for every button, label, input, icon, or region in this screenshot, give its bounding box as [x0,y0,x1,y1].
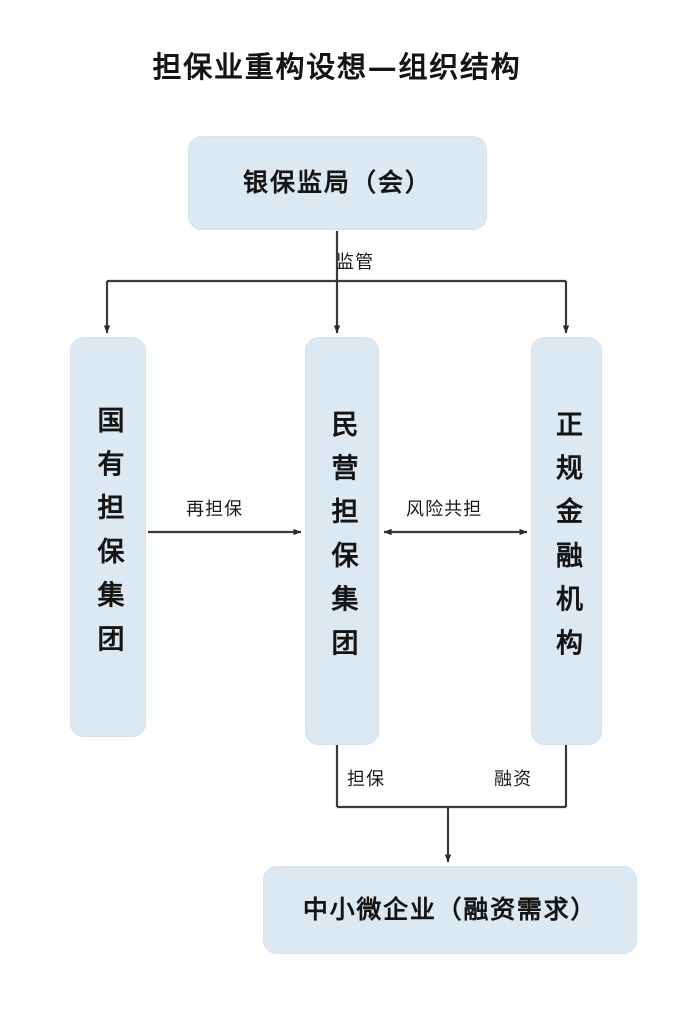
edge-label-reguarantee: 再担保 [186,499,244,520]
node-sme[interactable]: 中小微企业（融资需求） [263,866,637,954]
node-state-guarantee[interactable]: 国有担保集团 [70,337,146,737]
edge-label-supervise: 监管 [336,252,375,273]
edge-label-guarantee: 担保 [347,769,386,790]
node-financial-institution-label: 正规金融机构 [551,409,582,673]
node-state-guarantee-label: 国有担保集团 [92,405,124,669]
page-title: 担保业重构设想—组织结构 [152,50,522,84]
node-regulator-label: 银保监局（会） [242,168,432,198]
edge-label-financing: 融资 [494,769,533,790]
edge-label-risk-sharing: 风险共担 [406,499,483,520]
node-sme-label: 中小微企业（融资需求） [302,895,598,925]
node-financial-institution[interactable]: 正规金融机构 [531,337,602,745]
node-private-guarantee[interactable]: 民营担保集团 [305,337,379,745]
node-private-guarantee-label: 民营担保集团 [326,409,358,673]
node-regulator[interactable]: 银保监局（会） [188,136,487,230]
